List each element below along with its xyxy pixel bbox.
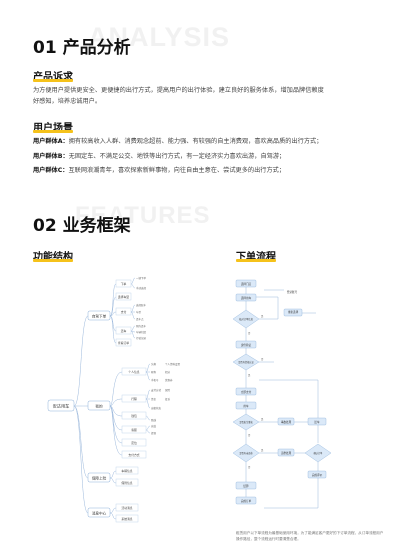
flow-step-label: 完成订单 bbox=[241, 499, 252, 503]
user-group-b: 用户群体B：无固定车、不满足公交、地铁等出行方式，有一定经济实力喜欢出游，自驾游… bbox=[33, 152, 285, 163]
appeal-heading: 产品诉求 bbox=[33, 72, 73, 83]
section1-title: 01 产品分析 bbox=[33, 38, 131, 58]
tree-l1-label: 保障上险 bbox=[92, 476, 107, 481]
tree-l3-label: 积分 bbox=[165, 370, 171, 374]
tree-l3-label: 个人资料设置 bbox=[165, 362, 181, 366]
tree-l2-label: 行程 bbox=[131, 397, 137, 401]
tree-l3-label: 路线 bbox=[151, 418, 157, 422]
flow-side-label: 重新选择 bbox=[288, 310, 299, 314]
flow-heading-underline bbox=[236, 259, 276, 262]
user-group-b-label: 用户群体B： bbox=[33, 153, 69, 160]
flow-side-label: 登录账号 bbox=[287, 290, 298, 294]
tree-l3-label: 还车点 bbox=[136, 317, 144, 321]
user-group-c: 用户群体C：互联网浪潮青年，喜欢探索新鲜事物，向往自由主意在、尝试更多的出行方式… bbox=[33, 166, 285, 177]
tree-l3-label: 选择取车 bbox=[136, 303, 147, 307]
flow-caption-line-1: 租赁用户以下单流程为最基础使用环境，为了能满足客户更好的下订单流程，从订单流程用… bbox=[236, 531, 384, 535]
tree-l2-label: 定位 bbox=[131, 441, 137, 445]
user-group-a-text: 拥有较高收入人群、消费观念超前、能力强、有较强的自主消费观，喜欢高品质的出行方式… bbox=[68, 138, 323, 145]
user-group-a: 用户群体A：拥有较高收入人群、消费观念超前、能力强、有较强的自主消费观，喜欢高品… bbox=[33, 137, 322, 148]
appeal-line-2: 好感知，培养忠诚用户。 bbox=[33, 97, 102, 105]
tree-l2-label: 下单 bbox=[121, 282, 127, 286]
order-flow-diagram: 选择门店 选择用车 核对订单信息 身份验证 是否有资格认证 立即支付 用车 是否… bbox=[232, 279, 332, 509]
flow-step-label: 立即支付 bbox=[241, 390, 252, 394]
tree-l3-label: 投诉 bbox=[165, 397, 171, 401]
flow-heading: 下单流程 bbox=[236, 252, 276, 263]
flow-decision-yes: 是 bbox=[248, 373, 251, 377]
tree-l2-label: 钱包 bbox=[131, 414, 137, 418]
appeal-line-1: 为方便用户提供更安全、更便捷的出行方式，提高用户的出行体验，建立良好的服务体系，… bbox=[33, 87, 324, 94]
flow-step-label: 核对订单信息 bbox=[239, 317, 253, 321]
flow-step-label: 身份验证 bbox=[241, 343, 252, 347]
tree-l3-label: 车型 bbox=[136, 310, 142, 314]
tree-l3-label: 提现 bbox=[151, 431, 157, 435]
tree-l3-label: 手动选择 bbox=[136, 286, 147, 290]
tree-l2-label: 支付 bbox=[121, 310, 127, 314]
structure-heading-underline bbox=[33, 259, 73, 262]
flow-side-label: 违章处理 bbox=[281, 451, 292, 455]
user-group-c-label: 用户群体C： bbox=[33, 167, 69, 174]
tree-l1-label: 消息中心 bbox=[92, 511, 107, 516]
tree-l2-label: 个人信息 bbox=[128, 370, 139, 374]
flow-step-label: 选择用车 bbox=[241, 296, 252, 300]
tree-l2-label: 系统消息 bbox=[121, 517, 132, 521]
flow-step-label: 还车 bbox=[314, 420, 320, 424]
user-group-b-text: 无固定车、不满足公交、地铁等出行方式，有一定经济实力喜欢出游，自驾游； bbox=[68, 153, 286, 160]
flow-step-label: 事故处理 bbox=[281, 420, 292, 424]
tree-l3-label: 预约还车 bbox=[136, 324, 147, 328]
user-group-c-text: 互联网浪潮青年，喜欢探索新鲜事物，向往自由主意在、尝试更多的出行方式； bbox=[68, 167, 286, 174]
flow-side-label: 完成评价 bbox=[312, 473, 323, 477]
tree-l2-label: 查看订单 bbox=[118, 341, 129, 345]
tree-l3-label: 一键下单 bbox=[136, 276, 147, 280]
flow-step-label: 结算 bbox=[243, 484, 249, 488]
tree-l3-label: 优惠券 bbox=[165, 378, 173, 382]
structure-heading: 功能结构 bbox=[33, 252, 73, 263]
tree-l3-label: 支付方式 bbox=[151, 388, 162, 392]
tree-l3-label: 充值 bbox=[151, 424, 157, 428]
tree-l1-label: 我的 bbox=[95, 404, 103, 409]
tree-l2-label: 车辆信息 bbox=[121, 469, 132, 473]
flow-step-label: 是否有资格认证 bbox=[238, 360, 254, 364]
tree-l2-label: 客服 bbox=[131, 428, 137, 432]
flow-decision-no: 否 bbox=[248, 331, 251, 335]
tree-l3-label: 行驶记录 bbox=[136, 336, 147, 340]
flow-decision-no: 否 bbox=[248, 465, 251, 469]
tree-l3-label: 头像 bbox=[151, 362, 157, 366]
appeal-heading-underline bbox=[33, 79, 73, 82]
tree-l2-label: 活动消息 bbox=[121, 506, 132, 510]
tree-l3-label: 手机号 bbox=[151, 378, 159, 382]
flow-caption-line-2: 操作路径，整个流程运行时要清楚合理。 bbox=[236, 537, 301, 541]
scenes-heading-underline bbox=[33, 130, 73, 133]
tree-l2-label: 还车 bbox=[121, 329, 127, 333]
flow-step-label: 确认订单 bbox=[314, 451, 324, 455]
tree-l2-label: 支付方式 bbox=[128, 453, 139, 457]
section2-title: 02 业务框架 bbox=[33, 216, 131, 236]
flow-decision-yes: 是 bbox=[261, 417, 264, 421]
tree-l3-label: 出租状态 bbox=[151, 406, 162, 410]
tree-l2-label: 保险信息 bbox=[121, 481, 132, 485]
flow-decision-yes: 是 bbox=[261, 314, 264, 318]
tree-l1-label: 自驾下单 bbox=[92, 314, 107, 319]
flow-decision-no: 否 bbox=[248, 433, 251, 437]
flow-decision-no: 否 bbox=[261, 357, 264, 361]
tree-l3-label: 保险 bbox=[165, 388, 171, 392]
tree-l3-label: 车辆归还 bbox=[136, 330, 147, 334]
tree-l3-label: 资金 bbox=[151, 397, 157, 401]
flow-decision-yes: 是 bbox=[261, 448, 264, 452]
flow-step-label: 是否有未违章 bbox=[239, 451, 253, 455]
flow-step-label: 选择门店 bbox=[241, 282, 252, 286]
section1-ghost-text: ANALYSIS bbox=[88, 22, 231, 52]
section2-ghost-text: FEATURES bbox=[75, 202, 211, 229]
tree-l2-label: 选择车型 bbox=[118, 295, 129, 299]
flow-step-label: 用车 bbox=[243, 404, 249, 408]
user-group-a-label: 用户群体A： bbox=[33, 138, 69, 145]
function-structure-diagram: 安达用车 自驾下单 我的 保障上险 消息中心 下单 选择车型 支付 还车 查看订… bbox=[47, 276, 181, 523]
flow-step-label: 是否发生事故 bbox=[239, 420, 253, 424]
tree-root-label: 安达用车 bbox=[53, 403, 70, 410]
tree-l3-label: 昵称 bbox=[151, 370, 157, 374]
scenes-heading: 用户场景 bbox=[33, 123, 73, 134]
